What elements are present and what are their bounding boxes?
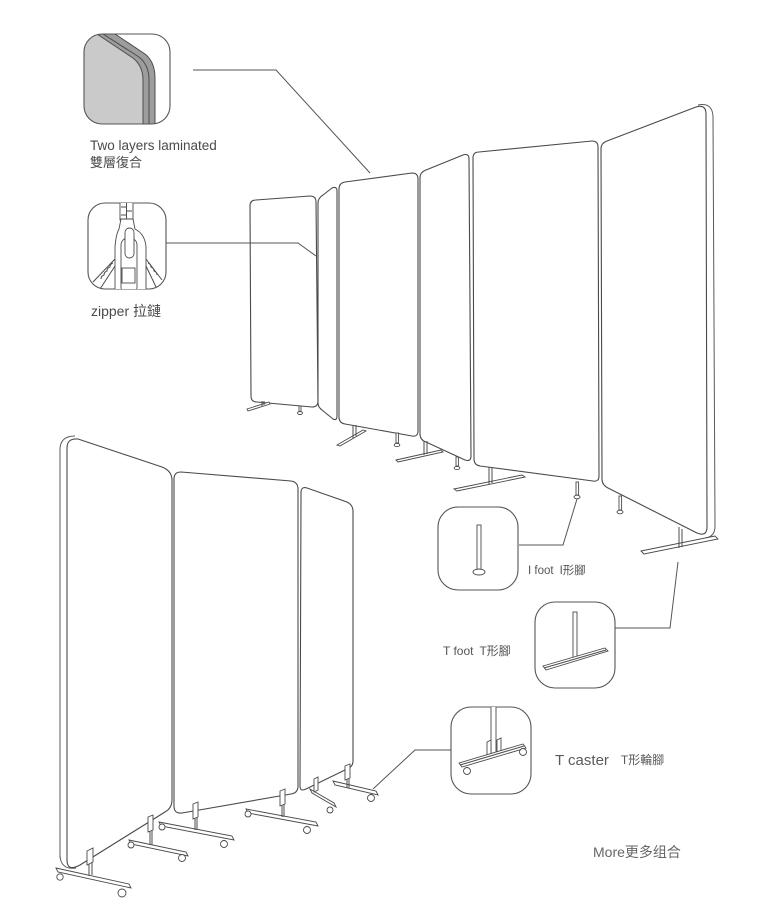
t-foot — [640, 527, 719, 555]
caster-wheel — [519, 748, 527, 756]
panel-back-2-edge — [317, 186, 338, 421]
i-foot — [297, 405, 303, 415]
panel-front-2 — [173, 471, 299, 814]
t-caster-base — [308, 776, 338, 814]
leader-line-t-caster — [372, 749, 451, 790]
panel-back-4 — [419, 153, 472, 462]
leader-line-i-foot — [519, 498, 578, 546]
t-caster-label-zh: T形輪腳 — [620, 753, 665, 767]
i-foot — [573, 481, 581, 500]
t-foot — [335, 425, 368, 447]
i-foot — [453, 456, 461, 471]
t-foot-label-zh: T形腳 — [479, 644, 511, 658]
i-foot-label: I foot I形腳 — [528, 565, 586, 578]
t-caster-icon — [450, 706, 532, 795]
t-caster-base — [158, 801, 235, 848]
i-foot-icon — [437, 506, 519, 591]
panel-front-1-thickness — [59, 435, 77, 869]
leader-line-t-foot — [615, 561, 679, 629]
caster-wheel — [244, 810, 252, 818]
panel-back-6-thickness — [697, 104, 716, 539]
zipper-icon — [87, 202, 167, 290]
leader-line-zipper — [166, 242, 317, 257]
i-foot — [616, 495, 624, 515]
caster-wheel — [178, 854, 186, 862]
t-caster-base — [127, 814, 189, 862]
caster-wheel — [303, 826, 311, 834]
i-foot — [393, 432, 401, 448]
t-foot-label-en: T foot — [443, 644, 474, 658]
panel-back-6 — [600, 105, 708, 535]
caster-wheel — [158, 823, 166, 831]
caster-wheel — [220, 840, 228, 848]
front-panel-group — [55, 435, 379, 898]
t-caster-base — [55, 847, 132, 898]
t-foot — [246, 401, 271, 412]
panel-front-3 — [299, 487, 354, 791]
panel-back-1 — [249, 195, 319, 408]
caster-wheel — [326, 806, 334, 814]
caster-wheel — [367, 794, 375, 802]
t-foot — [395, 441, 444, 463]
t-caster-label-en: T caster — [555, 752, 609, 769]
t-caster-base — [244, 788, 319, 834]
back-panel-row — [246, 104, 719, 555]
i-foot-label-en: I foot — [528, 565, 554, 577]
more-combinations-label: More更多组合 — [593, 844, 681, 860]
laminated-label-chinese: 雙層復合 — [90, 155, 143, 170]
caster-wheel — [463, 767, 471, 775]
t-foot-icon — [534, 601, 616, 689]
t-caster-label: T caster T形輪腳 — [555, 753, 664, 768]
zipper-label: zipper 拉鏈 — [91, 303, 162, 319]
caster-wheel — [56, 873, 64, 881]
laminated-label: Two layers laminated — [90, 138, 217, 153]
caster-wheel — [127, 841, 135, 849]
t-caster-base — [332, 763, 379, 802]
leader-line-laminated — [193, 69, 371, 174]
panel-back-5 — [472, 140, 600, 482]
i-foot-label-zh: I形腳 — [559, 565, 586, 577]
panel-back-3 — [338, 172, 419, 437]
laminated-layers-icon — [83, 33, 171, 125]
caster-wheel — [117, 888, 127, 898]
t-foot-label: T foot T形腳 — [443, 645, 511, 657]
panel-front-1 — [66, 438, 173, 869]
t-foot — [452, 467, 527, 492]
